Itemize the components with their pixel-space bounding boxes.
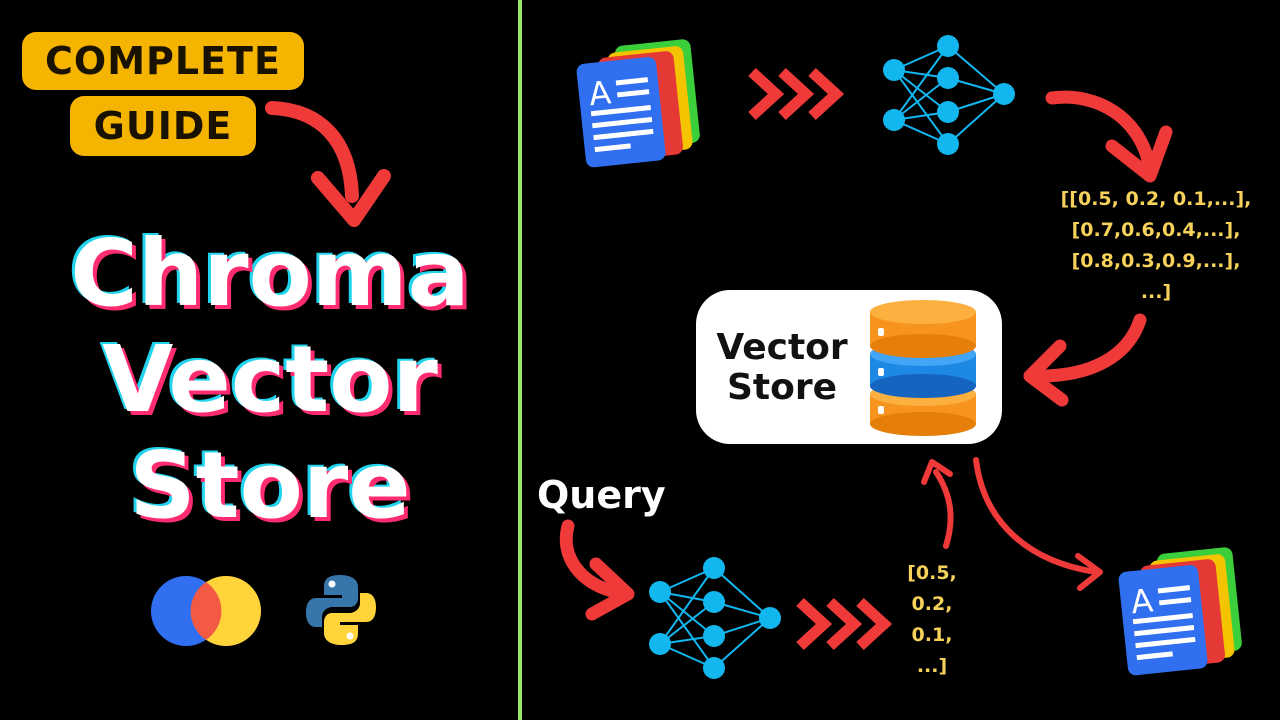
query-vector-line-1: [0.5, bbox=[907, 562, 957, 584]
badge-complete: COMPLETE bbox=[22, 32, 304, 90]
query-label: Query bbox=[537, 473, 666, 517]
arrow-query-icon bbox=[559, 519, 635, 621]
vector-store-line2: Store bbox=[726, 367, 838, 408]
badge-line2-text: GUIDE bbox=[93, 104, 233, 148]
embedding-line-1: [[0.5, 0.2, 0.1,...], bbox=[1060, 188, 1252, 210]
chroma-logo-icon bbox=[151, 576, 261, 646]
embedding-line-3: [0.8,0.3,0.9,...], bbox=[1071, 250, 1241, 272]
query-vector-line-4: ...] bbox=[916, 655, 948, 677]
badge-guide: GUIDE bbox=[70, 96, 256, 156]
badge-arrow-icon bbox=[265, 101, 391, 227]
neural-network-icon-bottom bbox=[649, 557, 781, 679]
query-vector-line-3: 0.1, bbox=[911, 624, 953, 646]
arrow-store-to-result-icon bbox=[973, 457, 1103, 591]
title-line-2: Vector bbox=[102, 326, 438, 433]
vertical-divider bbox=[518, 0, 522, 720]
vector-store-line1: Vector bbox=[716, 327, 848, 368]
chevrons-top-icon bbox=[748, 67, 845, 121]
embedding-line-2: [0.7,0.6,0.4,...], bbox=[1071, 219, 1241, 241]
badge-line1-text: COMPLETE bbox=[45, 39, 281, 83]
arrow-query-to-store-icon bbox=[921, 459, 954, 549]
vector-store-label: Vector Store bbox=[702, 328, 862, 408]
chevrons-bottom-icon bbox=[796, 597, 893, 651]
query-vector: [0.5, 0.2, 0.1, ...] bbox=[890, 558, 974, 682]
neural-network-icon-top bbox=[883, 35, 1015, 155]
query-vector-line-2: 0.2, bbox=[911, 593, 953, 615]
svg-text:A: A bbox=[587, 73, 613, 113]
embedding-line-4: ...] bbox=[1140, 281, 1172, 303]
python-logo-icon bbox=[306, 575, 376, 645]
title-line-1: Chroma bbox=[70, 220, 470, 327]
embeddings-list: [[0.5, 0.2, 0.1,...], [0.7,0.6,0.4,...],… bbox=[1050, 184, 1262, 308]
document-icon-result: A bbox=[1118, 547, 1242, 676]
title-line-3: Store bbox=[129, 432, 411, 539]
document-icon-top: A bbox=[576, 39, 700, 168]
svg-text:A: A bbox=[1129, 581, 1155, 621]
arrow-to-embeddings-icon bbox=[1045, 90, 1173, 183]
arrow-to-store-icon bbox=[1023, 313, 1147, 407]
database-icon bbox=[870, 300, 976, 436]
